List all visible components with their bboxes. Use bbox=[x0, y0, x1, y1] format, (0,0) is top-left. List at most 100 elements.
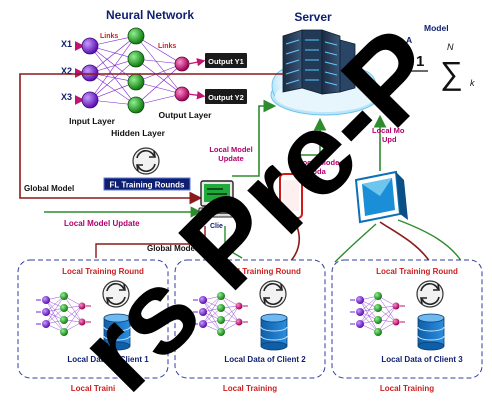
nn-hidden-node bbox=[127, 96, 145, 114]
nn-link bbox=[89, 45, 137, 83]
mini-hidden-node bbox=[60, 316, 68, 324]
local-update-3-line2: Upd bbox=[382, 135, 397, 144]
nn-input-x3: X3 bbox=[61, 92, 72, 102]
fl-rounds-box bbox=[103, 177, 191, 191]
nn-hidden-node bbox=[127, 27, 145, 45]
mini-hidden-node bbox=[374, 316, 382, 324]
mini-input-node bbox=[42, 308, 50, 316]
mini-link bbox=[377, 305, 397, 333]
mini-link bbox=[202, 295, 222, 325]
nn-link bbox=[89, 35, 137, 74]
client-down-line-1 bbox=[224, 226, 243, 259]
mini-link bbox=[220, 295, 240, 323]
local-training-round-label: Local Training Round bbox=[62, 267, 144, 276]
local-update-1-line2: Update bbox=[218, 154, 243, 163]
mini-output-node bbox=[78, 318, 86, 326]
mini-input-node bbox=[42, 296, 50, 304]
mini-output-node bbox=[78, 302, 86, 310]
mini-link bbox=[63, 295, 83, 323]
refresh-icon bbox=[102, 280, 130, 308]
local-update-2-line1: Local Mode bbox=[298, 158, 339, 167]
local-training-label: Local Traini bbox=[71, 384, 115, 393]
nn-output-node bbox=[174, 86, 190, 102]
output-arrow-2 bbox=[187, 91, 206, 100]
refresh-icon bbox=[132, 147, 160, 175]
aggregation-label-1: Model bbox=[424, 23, 449, 33]
nn-nodes bbox=[81, 27, 190, 114]
output-y1-label: Output Y1 bbox=[208, 57, 244, 66]
edge-labels: Global Model Local Model Update Global M… bbox=[24, 126, 405, 253]
refresh-icon bbox=[259, 280, 287, 308]
local-update-label-left: Local Model Update bbox=[64, 219, 140, 228]
mini-output-node bbox=[392, 318, 400, 326]
database-icon bbox=[103, 313, 131, 351]
local-data-label: Local Data of Client 1 bbox=[67, 355, 149, 364]
database-icon bbox=[260, 313, 288, 351]
mini-input-node bbox=[199, 320, 207, 328]
refresh-icon bbox=[416, 280, 444, 308]
mini-hidden-node bbox=[217, 316, 225, 324]
nn-links-label-1: Links bbox=[100, 33, 118, 40]
nn-input-x2: X2 bbox=[61, 66, 72, 76]
mini-hidden-node bbox=[60, 328, 68, 336]
mini-link bbox=[45, 295, 65, 325]
mini-output-node bbox=[392, 302, 400, 310]
fl-rounds-label: FL Training Rounds bbox=[110, 181, 186, 190]
client-monitor-icon bbox=[354, 170, 408, 224]
nn-hidden-node bbox=[127, 73, 145, 91]
client-mini-network bbox=[193, 292, 248, 336]
client-panel-border bbox=[331, 259, 483, 379]
mini-hidden-node bbox=[217, 292, 225, 300]
fl-rounds: FL Training Rounds bbox=[103, 147, 191, 191]
nn-link bbox=[89, 45, 137, 106]
global-model-line-left bbox=[19, 73, 283, 205]
mini-link bbox=[202, 295, 222, 313]
client-computer-icon bbox=[198, 180, 236, 218]
aggregation-label-2: A bbox=[406, 35, 412, 45]
mini-hidden-node bbox=[374, 292, 382, 300]
nn-link bbox=[89, 35, 137, 101]
mini-hidden-node bbox=[217, 328, 225, 336]
client-mini-network bbox=[350, 292, 405, 336]
neural-network: Neural Network X1 X2 X3 Links Links Outp… bbox=[61, 8, 247, 138]
nn-hidden-node bbox=[127, 50, 145, 68]
local-training-round-label: Local Training Round bbox=[219, 267, 301, 276]
mini-hidden-node bbox=[217, 304, 225, 312]
nn-link bbox=[89, 58, 137, 101]
nn-link bbox=[89, 72, 137, 106]
formula-n-upper: N bbox=[447, 42, 454, 52]
mini-input-node bbox=[42, 320, 50, 328]
local-training-label: Local Training bbox=[380, 384, 434, 393]
aggregation-formula: 1 N ∑ k bbox=[410, 42, 475, 91]
mini-link bbox=[377, 295, 397, 323]
mini-output-node bbox=[235, 318, 243, 326]
local-training-round-label: Local Training Round bbox=[376, 267, 458, 276]
mini-link bbox=[63, 305, 83, 333]
mini-input-node bbox=[199, 296, 207, 304]
formula-one: 1 bbox=[416, 53, 424, 70]
hidden-layer-label: Hidden Layer bbox=[111, 128, 166, 138]
nn-links-label-2: Links bbox=[158, 43, 176, 50]
nn-output-node bbox=[174, 56, 190, 72]
client-panel-border bbox=[17, 259, 169, 379]
local-training-label: Local Training bbox=[223, 384, 277, 393]
nn-link bbox=[135, 58, 183, 95]
local-update-1-line1: Local Model bbox=[209, 145, 252, 154]
client-link-3c bbox=[397, 219, 463, 263]
server-title: Server bbox=[294, 10, 332, 24]
database-icon bbox=[417, 313, 445, 351]
mini-input-node bbox=[199, 308, 207, 316]
global-model-label-left: Global Model bbox=[24, 184, 74, 193]
mini-link bbox=[359, 295, 379, 325]
output-y2-box bbox=[205, 89, 247, 104]
mini-link bbox=[45, 307, 65, 325]
mini-input-node bbox=[356, 320, 364, 328]
mini-link bbox=[202, 307, 222, 325]
mini-link bbox=[220, 305, 240, 333]
nn-link bbox=[135, 63, 183, 106]
nn-input-node bbox=[81, 37, 99, 55]
